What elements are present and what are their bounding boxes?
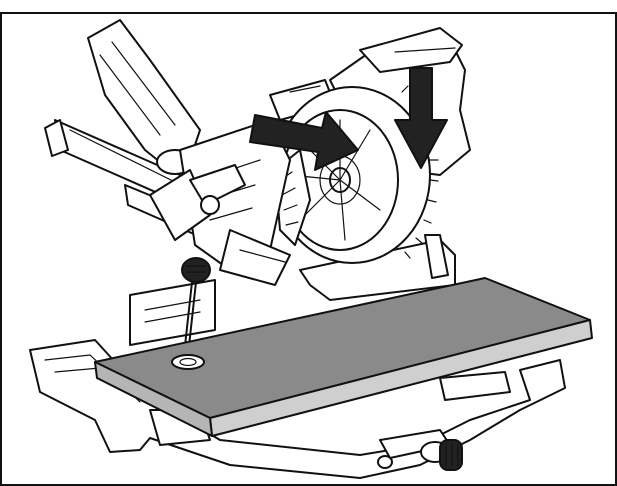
saw-mechanism (149, 119, 291, 286)
bevel-lock-knob (377, 429, 463, 471)
down-arrow-icon (394, 67, 448, 169)
saw-handle (189, 164, 246, 215)
push-arrow-icon (249, 111, 359, 171)
top-strip (0, 0, 617, 14)
workpiece-board (94, 277, 593, 437)
clamp-foot (171, 354, 205, 370)
